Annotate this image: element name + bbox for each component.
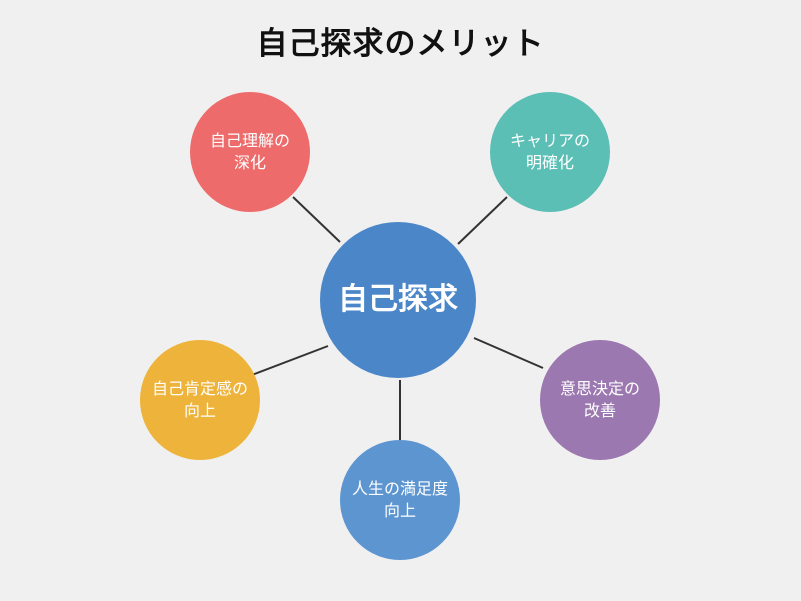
benefit-node-career: キャリアの 明確化 xyxy=(490,92,610,212)
benefit-label-line1: 自己肯定感の xyxy=(151,379,248,398)
benefit-node-self-understanding: 自己理解の 深化 xyxy=(190,92,310,212)
benefit-node-life-satisfaction: 人生の満足度 向上 xyxy=(340,440,460,560)
diagram-title: 自己探求のメリット xyxy=(256,26,545,62)
benefit-label-line2: 向上 xyxy=(183,401,216,420)
benefit-node-decision: 意思決定の 改善 xyxy=(540,340,660,460)
benefit-label-line2: 向上 xyxy=(383,501,416,520)
connector-self-understanding xyxy=(292,196,341,243)
benefit-label-line1: 自己理解の xyxy=(209,131,290,150)
benefit-label-line2: 改善 xyxy=(583,401,616,420)
benefit-node-self-esteem: 自己肯定感の 向上 xyxy=(140,340,260,460)
connector-career xyxy=(457,196,508,245)
center-node: 自己探求 xyxy=(320,222,476,378)
connector-decision xyxy=(473,337,544,369)
benefit-label-line1: キャリアの xyxy=(509,131,590,150)
benefit-label-line2: 明確化 xyxy=(525,153,574,172)
connector-self-esteem xyxy=(251,345,329,376)
benefit-label-line1: 意思決定の xyxy=(559,379,640,398)
benefit-label-line1: 人生の満足度 xyxy=(351,479,448,498)
benefit-label-line2: 深化 xyxy=(233,153,266,172)
center-node-label: 自己探求 xyxy=(338,282,458,317)
